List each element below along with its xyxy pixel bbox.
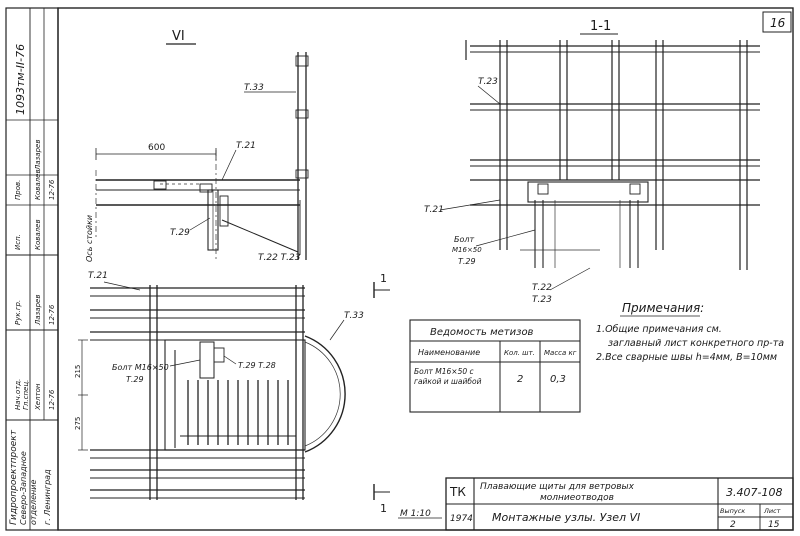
bom-table: Ведомость метизов Наименование Кол. шт. … bbox=[409, 319, 581, 413]
section-t23b: Т.23 bbox=[532, 295, 552, 305]
section-t21: Т.21 bbox=[424, 205, 444, 215]
tb-tk: ТК bbox=[449, 485, 466, 499]
tb-title-1: Плавающие щиты для ветровых bbox=[480, 482, 635, 492]
plan-t29t28: Т.29 Т.28 bbox=[238, 361, 276, 370]
top-rotated-code: 1093тм-II-76 bbox=[14, 44, 27, 115]
section-t23: Т.23 bbox=[478, 77, 498, 87]
ring-arc bbox=[304, 335, 346, 453]
stamp-role-4: Пров. bbox=[14, 180, 22, 200]
stamp-name-0: Хелтон bbox=[34, 383, 42, 411]
stamp-name-3: Ковалев bbox=[34, 169, 42, 200]
section-t29: Т.29 bbox=[458, 257, 476, 266]
bom-row-mass: 0,3 bbox=[550, 374, 566, 385]
callout-t33: Т.33 bbox=[244, 83, 264, 93]
notes-line-3: 2.Все сварные швы h=4мм, В=10мм bbox=[596, 352, 777, 363]
view-vi: VI 600 Т.33 Т.21 Т.29 bbox=[85, 29, 309, 263]
tb-issue-label: Выпуск bbox=[720, 507, 745, 515]
stamp-name-1: Лазарев bbox=[34, 295, 42, 326]
side-stamp-frame bbox=[5, 7, 59, 531]
callout-t22t23: Т.22 Т.23 bbox=[258, 253, 301, 263]
stamp-role-1: Гл.спец. bbox=[22, 380, 30, 410]
plan-t29: Т.29 bbox=[126, 375, 144, 384]
grate-bars bbox=[180, 380, 296, 445]
plan-bolt: Болт М16×50 bbox=[112, 363, 169, 372]
section-mark-top: 1 bbox=[380, 272, 387, 285]
bom-row-name-1: Болт М16×50 с bbox=[414, 367, 475, 376]
plan-dim-2: 275 bbox=[74, 417, 82, 430]
tb-sheet-label: Лист bbox=[763, 507, 781, 515]
section-mark-bottom: 1 bbox=[380, 502, 387, 515]
stamp-org-3: отделение bbox=[29, 480, 38, 525]
stamp-date-0: 12-76 bbox=[48, 389, 56, 410]
stamp-name-4: Лазарев bbox=[34, 140, 42, 171]
section-bolt-2: М16×50 bbox=[452, 246, 482, 254]
plan-view: 215 275 Т.21 Т.33 Болт М16×50 Т.29 Т.29 … bbox=[74, 271, 442, 519]
notes-line-1: 1.Общие примечания см. bbox=[596, 324, 722, 335]
bom-row-qty: 2 bbox=[517, 374, 523, 385]
stamp-org-1: Гидропроектпроект bbox=[9, 429, 19, 525]
stamp-role-3: Исп. bbox=[14, 234, 22, 250]
callout-t29: Т.29 bbox=[170, 228, 190, 238]
notes-title: Примечания: bbox=[622, 301, 704, 315]
view-vi-label: VI bbox=[172, 29, 185, 44]
tb-sheet: 15 bbox=[768, 520, 780, 530]
tb-drawing-code: 3.407-108 bbox=[726, 486, 782, 499]
callout-t21: Т.21 bbox=[236, 141, 256, 151]
side-stamp: 1093тм-II-76 Гидропроектпроект Северо-За… bbox=[9, 44, 56, 525]
bom-header-qty: Кол. шт. bbox=[504, 349, 535, 357]
sheet-frame bbox=[57, 7, 794, 531]
tb-issue: 2 bbox=[730, 520, 736, 530]
stamp-city: г. Ленинград bbox=[43, 469, 52, 525]
bom-header-mass: Масса кг bbox=[544, 349, 577, 357]
stamp-org-2: Северо-Западное bbox=[19, 451, 28, 525]
notes-line-2: заглавный лист конкретного пр-та bbox=[608, 338, 784, 349]
page-number: 16 bbox=[770, 16, 786, 30]
stamp-date-2: 12-76 bbox=[48, 179, 56, 200]
section-t22: Т.22 bbox=[532, 283, 552, 293]
stamp-role-0: Нач.отд. bbox=[14, 379, 22, 410]
bom-row-name-2: гайкой и шайбой bbox=[414, 377, 482, 386]
axis-post-label: Ось стойки bbox=[85, 215, 94, 262]
plan-t21: Т.21 bbox=[88, 271, 108, 281]
stamp-name-2: Ковалев bbox=[34, 219, 42, 250]
section-cut-mark-bottom: 1 bbox=[373, 484, 390, 515]
plan-t33: Т.33 bbox=[344, 311, 364, 321]
tb-drawing-name: Монтажные узлы. Узел VI bbox=[492, 511, 640, 524]
section-1-1: 1-1 Т.23 bbox=[424, 19, 760, 305]
title-block: ТК Плавающие щиты для ветровых молниеотв… bbox=[445, 477, 794, 531]
tb-title-2: молниеотводов bbox=[540, 493, 614, 503]
tb-year: 1974 bbox=[450, 514, 473, 524]
dim-600: 600 bbox=[148, 143, 165, 153]
bom-title: Ведомость метизов bbox=[430, 327, 534, 338]
plan-dim-1: 215 bbox=[74, 365, 82, 378]
plan-scale: М 1:10 bbox=[400, 509, 431, 519]
section-cut-mark-top: 1 bbox=[373, 272, 390, 298]
stamp-role-2: Рук.гр. bbox=[14, 300, 22, 325]
page-number-box bbox=[762, 11, 792, 33]
notes: Примечания: 1.Общие примечания см. загла… bbox=[596, 301, 784, 363]
stamp-date-1: 12-76 bbox=[48, 304, 56, 325]
section-bolt-1: Болт bbox=[454, 235, 474, 244]
bom-header-name: Наименование bbox=[418, 348, 480, 357]
section-label: 1-1 bbox=[590, 19, 611, 34]
